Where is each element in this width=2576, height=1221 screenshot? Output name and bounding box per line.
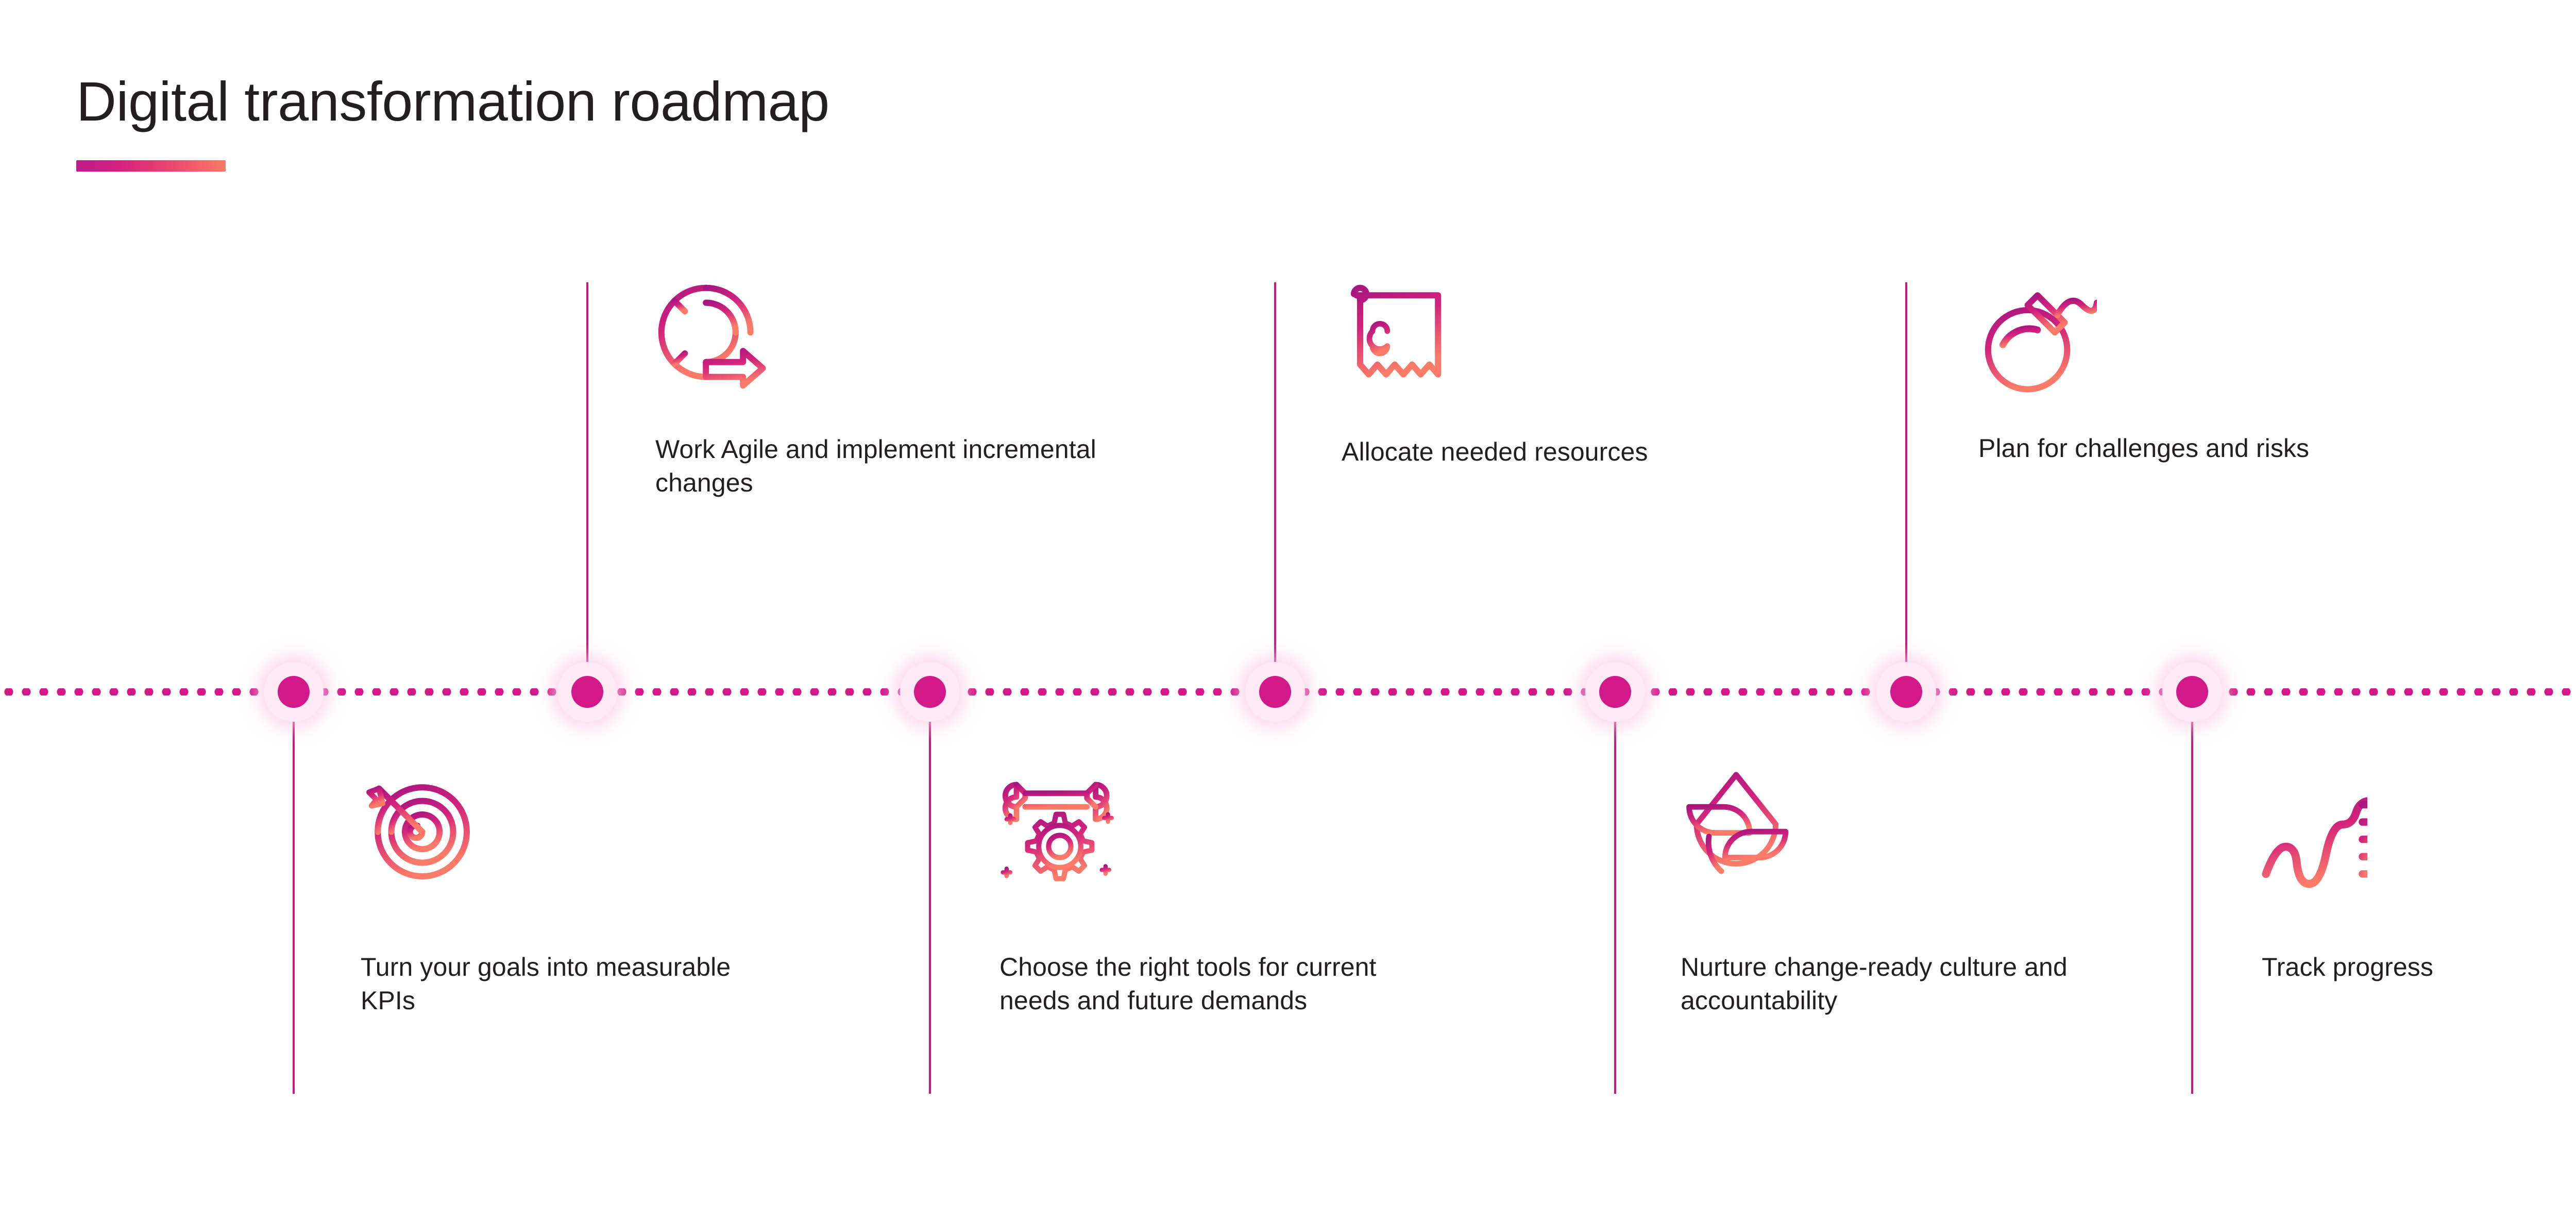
step-label-2: Work Agile and implement incremental cha… <box>655 435 1096 497</box>
leaf-droplet-growth-icon <box>1672 760 1795 898</box>
wrench-gear-tools-icon <box>992 760 1115 898</box>
title-accent-rule <box>76 160 226 172</box>
page-title: Digital transformation roadmap <box>76 70 829 132</box>
receipt-invoice-dollar-icon <box>1351 284 1442 378</box>
bomb-fuse-risk-icon <box>1973 273 2097 409</box>
bomb-fuse-risk-icon <box>1985 292 2097 393</box>
leaf-droplet-growth-icon <box>1686 772 1789 881</box>
node-dot-3[interactable] <box>914 676 946 708</box>
node-stem-3 <box>929 692 931 1094</box>
node-dot-1[interactable] <box>278 676 310 708</box>
node-stem-1 <box>293 692 295 1094</box>
target-bullseye-arrow-icon <box>355 765 479 903</box>
receipt-invoice-dollar-icon <box>1329 273 1453 409</box>
node-dot-5[interactable] <box>1599 676 1631 708</box>
agile-cycle-arrow-icon <box>647 273 770 409</box>
wrench-gear-tools-icon <box>1001 782 1114 881</box>
node-stem-7 <box>2191 692 2193 1094</box>
step-label-6: Plan for challenges and risks <box>1978 434 2310 463</box>
step-label-5: Nurture change-ready culture and account… <box>1681 953 2067 1015</box>
node-dot-2[interactable] <box>571 676 603 708</box>
header: Digital transformation roadmap <box>76 72 829 172</box>
node-stem-5 <box>1614 692 1616 1094</box>
node-stem-6 <box>1905 282 1907 692</box>
node-dot-6[interactable] <box>1890 676 1922 708</box>
line-chart-progress-icon <box>2244 768 2367 906</box>
agile-cycle-arrow-icon <box>658 284 766 389</box>
step-label-4: Allocate needed resources <box>1342 437 1648 466</box>
step-label-3: Choose the right tools for current needs… <box>999 953 1377 1015</box>
step-label-7: Track progress <box>2262 953 2433 981</box>
node-stem-4 <box>1274 282 1276 692</box>
step-label-1: Turn your goals into measurable KPIs <box>361 953 731 1015</box>
line-chart-progress-icon <box>2262 781 2367 888</box>
target-bullseye-arrow-icon <box>366 784 470 879</box>
node-dot-4[interactable] <box>1259 676 1291 708</box>
node-stem-2 <box>586 282 588 692</box>
node-dot-7[interactable] <box>2176 676 2208 708</box>
